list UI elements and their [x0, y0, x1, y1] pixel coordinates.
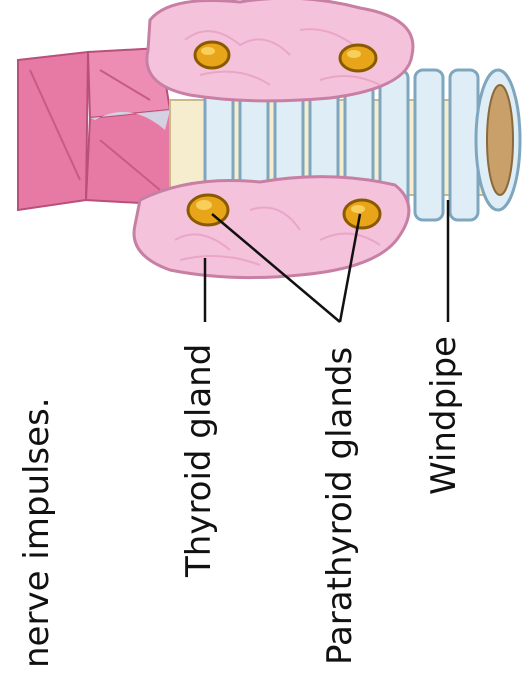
parathyroid-gland-upper-left: [195, 42, 229, 68]
caption-fragment: nerve impulses.: [20, 397, 54, 668]
windpipe-label: Windpipe: [427, 336, 461, 495]
parathyroid-gland-lower-right: [344, 200, 380, 228]
parathyroid-glands-label: Parathyroid glands: [323, 347, 357, 665]
parathyroid-gland-lower-left: [188, 195, 228, 225]
thyroid-gland-label: Thyroid gland: [182, 344, 216, 577]
parathyroid-gland-upper-right: [340, 45, 376, 71]
